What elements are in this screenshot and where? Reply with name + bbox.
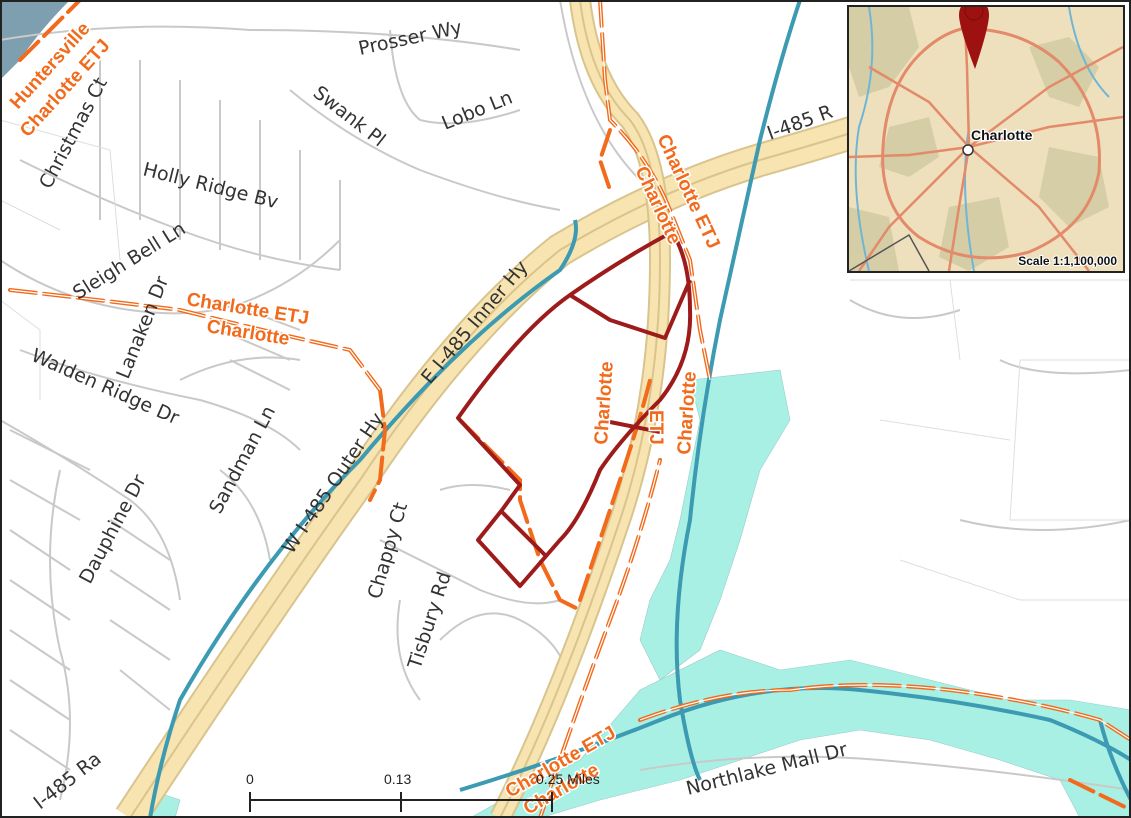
parcel-lines [0,119,1131,601]
label-sandman-ln: Sandman Ln [205,402,280,517]
label-lanaken-dr: Lanaken Dr [112,273,173,382]
jurisdiction-boundaries-inner [9,0,1131,818]
label-sleigh-bell-ln: Sleigh Bell Ln [69,218,190,305]
inset-county-line [849,233,930,271]
locator-inset-map: Charlotte Scale 1:1,100,000 [847,5,1125,273]
study-area-boundary [456,230,693,588]
scale-tick-mid: 0.13 [384,771,411,787]
label-charlotte-center: Charlotte [591,361,618,446]
inset-city-dot [962,144,974,156]
label-etj-center: ETJ [645,410,666,445]
interstate-i485 [115,0,866,818]
local-streets [0,0,1131,801]
inset-scale-text: Scale 1:1,100,000 [1018,254,1117,268]
label-prosser-wy: Prosser Wy [356,17,463,60]
scale-tick-end: 0.25 Miles [536,771,600,787]
inset-water [854,7,1110,271]
label-swank-pl: Swank Pl [309,82,390,152]
lake-area [0,0,70,80]
label-lobo-ln: Lobo Ln [439,86,516,134]
inset-city-label: Charlotte [971,127,1033,143]
streams [148,0,1131,818]
label-walden-ridge-dr: Walden Ridge Dr [28,344,182,429]
label-inner-hy: E I-485 Inner Hy [417,256,533,388]
label-chappy-ct: Chappy Ct [364,500,412,601]
map-pin-icon [959,7,989,69]
scale-bar: 0 0.13 0.25 Miles [246,771,600,812]
scale-tick-0: 0 [246,771,254,787]
label-tisbury-rd: Tisbury Rd [404,569,456,672]
inset-beltway [881,27,1101,260]
